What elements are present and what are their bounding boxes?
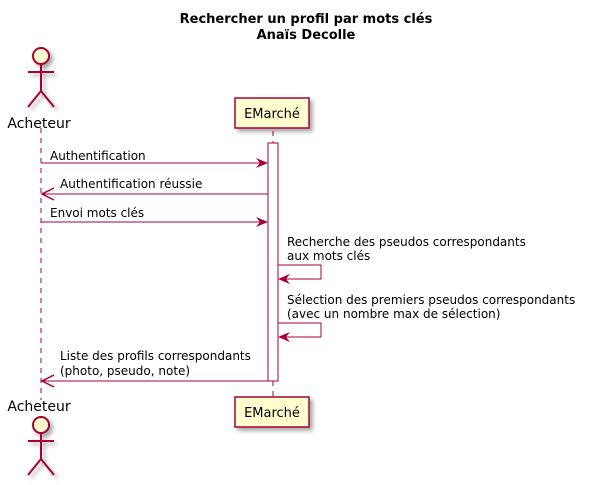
arrowhead-icon <box>256 158 268 168</box>
arrowhead-icon <box>278 332 290 342</box>
message-label: Sélection des premiers pseudos correspon… <box>287 293 575 307</box>
message-label: Authentification <box>50 149 146 163</box>
message-label: (avec un nombre max de sélection) <box>287 307 500 321</box>
arrowhead-icon <box>256 217 268 227</box>
self-message-arrow <box>278 322 322 338</box>
actor-label-bottom: Acheteur <box>7 399 70 415</box>
message-label: aux mots clés <box>287 249 370 263</box>
participant-box-bottom <box>234 396 310 428</box>
participant-box-top <box>234 97 310 129</box>
diagram-author: Anaïs Decolle <box>257 28 356 43</box>
diagram-title: Rechercher un profil par mots clés <box>180 12 433 27</box>
arrowhead-icon <box>40 187 55 201</box>
message-label: Envoi mots clés <box>50 206 144 220</box>
activation-bar <box>267 142 279 382</box>
message-label: Liste des profils correspondants <box>60 349 251 363</box>
stick-figure-icon <box>27 416 55 476</box>
actor-label-top: Acheteur <box>7 116 70 132</box>
self-message-arrow <box>278 264 322 280</box>
stick-figure-icon <box>27 47 55 108</box>
message-label: Recherche des pseudos correspondants <box>287 235 526 249</box>
arrowhead-icon <box>278 274 290 284</box>
message-label: Authentification réussie <box>60 177 202 191</box>
message-label: (photo, pseudo, note) <box>60 364 190 378</box>
arrowhead-icon <box>40 374 55 388</box>
participant-label-top: EMarché <box>244 107 300 122</box>
participant-label-bottom: EMarché <box>244 406 300 421</box>
